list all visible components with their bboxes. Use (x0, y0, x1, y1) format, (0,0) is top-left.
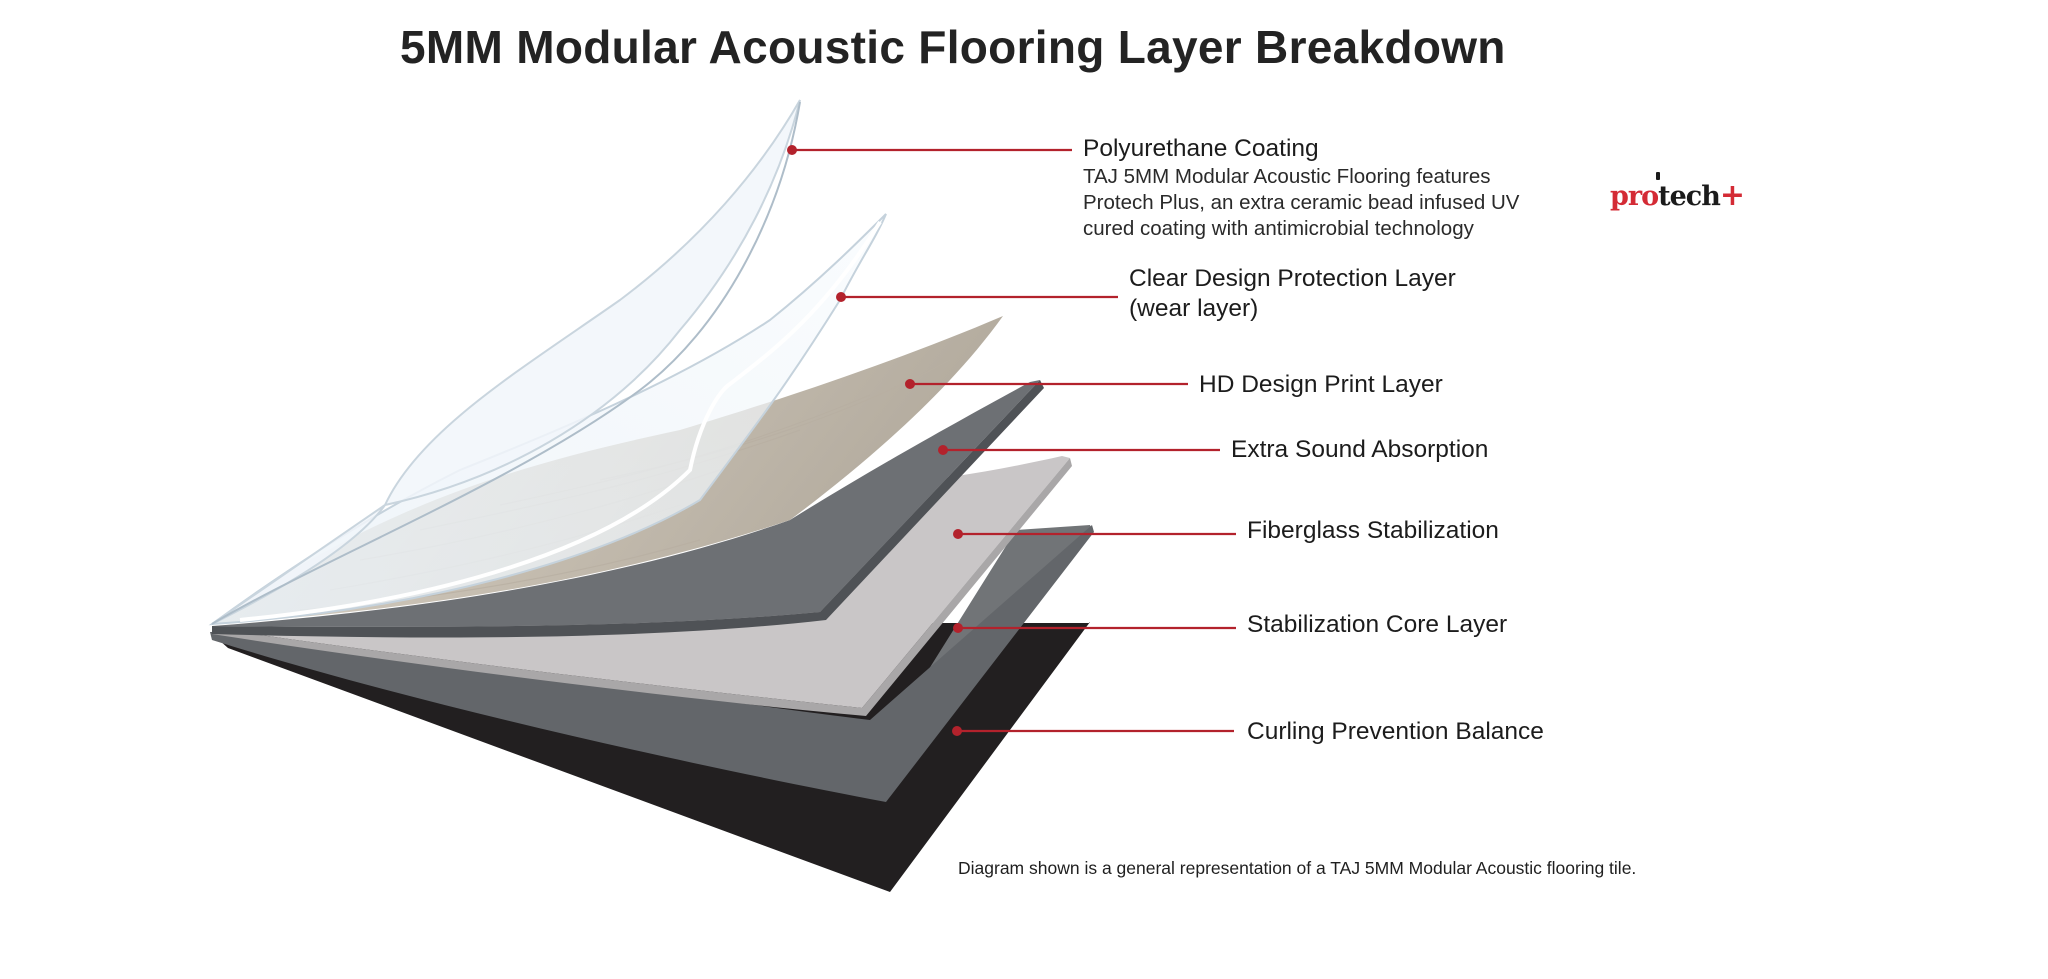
label-line: (wear layer) (1129, 295, 1259, 322)
layer-fiberglass (212, 456, 1070, 708)
polyurethane-description: TAJ 5MM Modular Acoustic Flooring featur… (1083, 164, 1519, 242)
page-title: 5MM Modular Acoustic Flooring Layer Brea… (400, 21, 1506, 73)
leader-lines (787, 145, 1236, 736)
footnote: Diagram shown is a general representatio… (958, 858, 1637, 878)
leader-dot-core (953, 623, 963, 633)
leader-dot-print (905, 379, 915, 389)
label-clear-design-protection: Clear Design Protection Layer (wear laye… (1129, 264, 1456, 324)
label-curling-prevention: Curling Prevention Balance (1247, 718, 1544, 745)
description-line: TAJ 5MM Modular Acoustic Flooring featur… (1083, 165, 1491, 188)
label-hd-design-print: HD Design Print Layer (1199, 371, 1443, 398)
leader-dot-polyurethane (787, 145, 797, 155)
leader-dot-curling (952, 726, 962, 736)
logo-wordmark: protech+ (1610, 178, 1745, 213)
layer-polyurethane (211, 99, 801, 625)
layer-polyurethane-edge (211, 101, 801, 625)
label-extra-sound-absorption: Extra Sound Absorption (1231, 436, 1489, 463)
layer-wear-edge (239, 220, 882, 622)
label-stabilization-core: Stabilization Core Layer (1247, 611, 1508, 638)
label-line: Clear Design Protection Layer (1129, 265, 1456, 292)
leader-dot-wear (836, 292, 846, 302)
description-line: Protech Plus, an extra ceramic bead infu… (1083, 191, 1520, 214)
logo-mark (1656, 172, 1660, 180)
leader-dot-sound (938, 445, 948, 455)
layer-stabilization-core-top (210, 525, 1094, 802)
leader-dot-fiberglass (953, 529, 963, 539)
layer-sound-absorption (212, 380, 1040, 627)
label-fiberglass-stabilization: Fiberglass Stabilization (1247, 517, 1499, 544)
label-polyurethane-coating: Polyurethane Coating (1083, 135, 1319, 162)
description-line: cured coating with antimicrobial technol… (1083, 217, 1474, 240)
